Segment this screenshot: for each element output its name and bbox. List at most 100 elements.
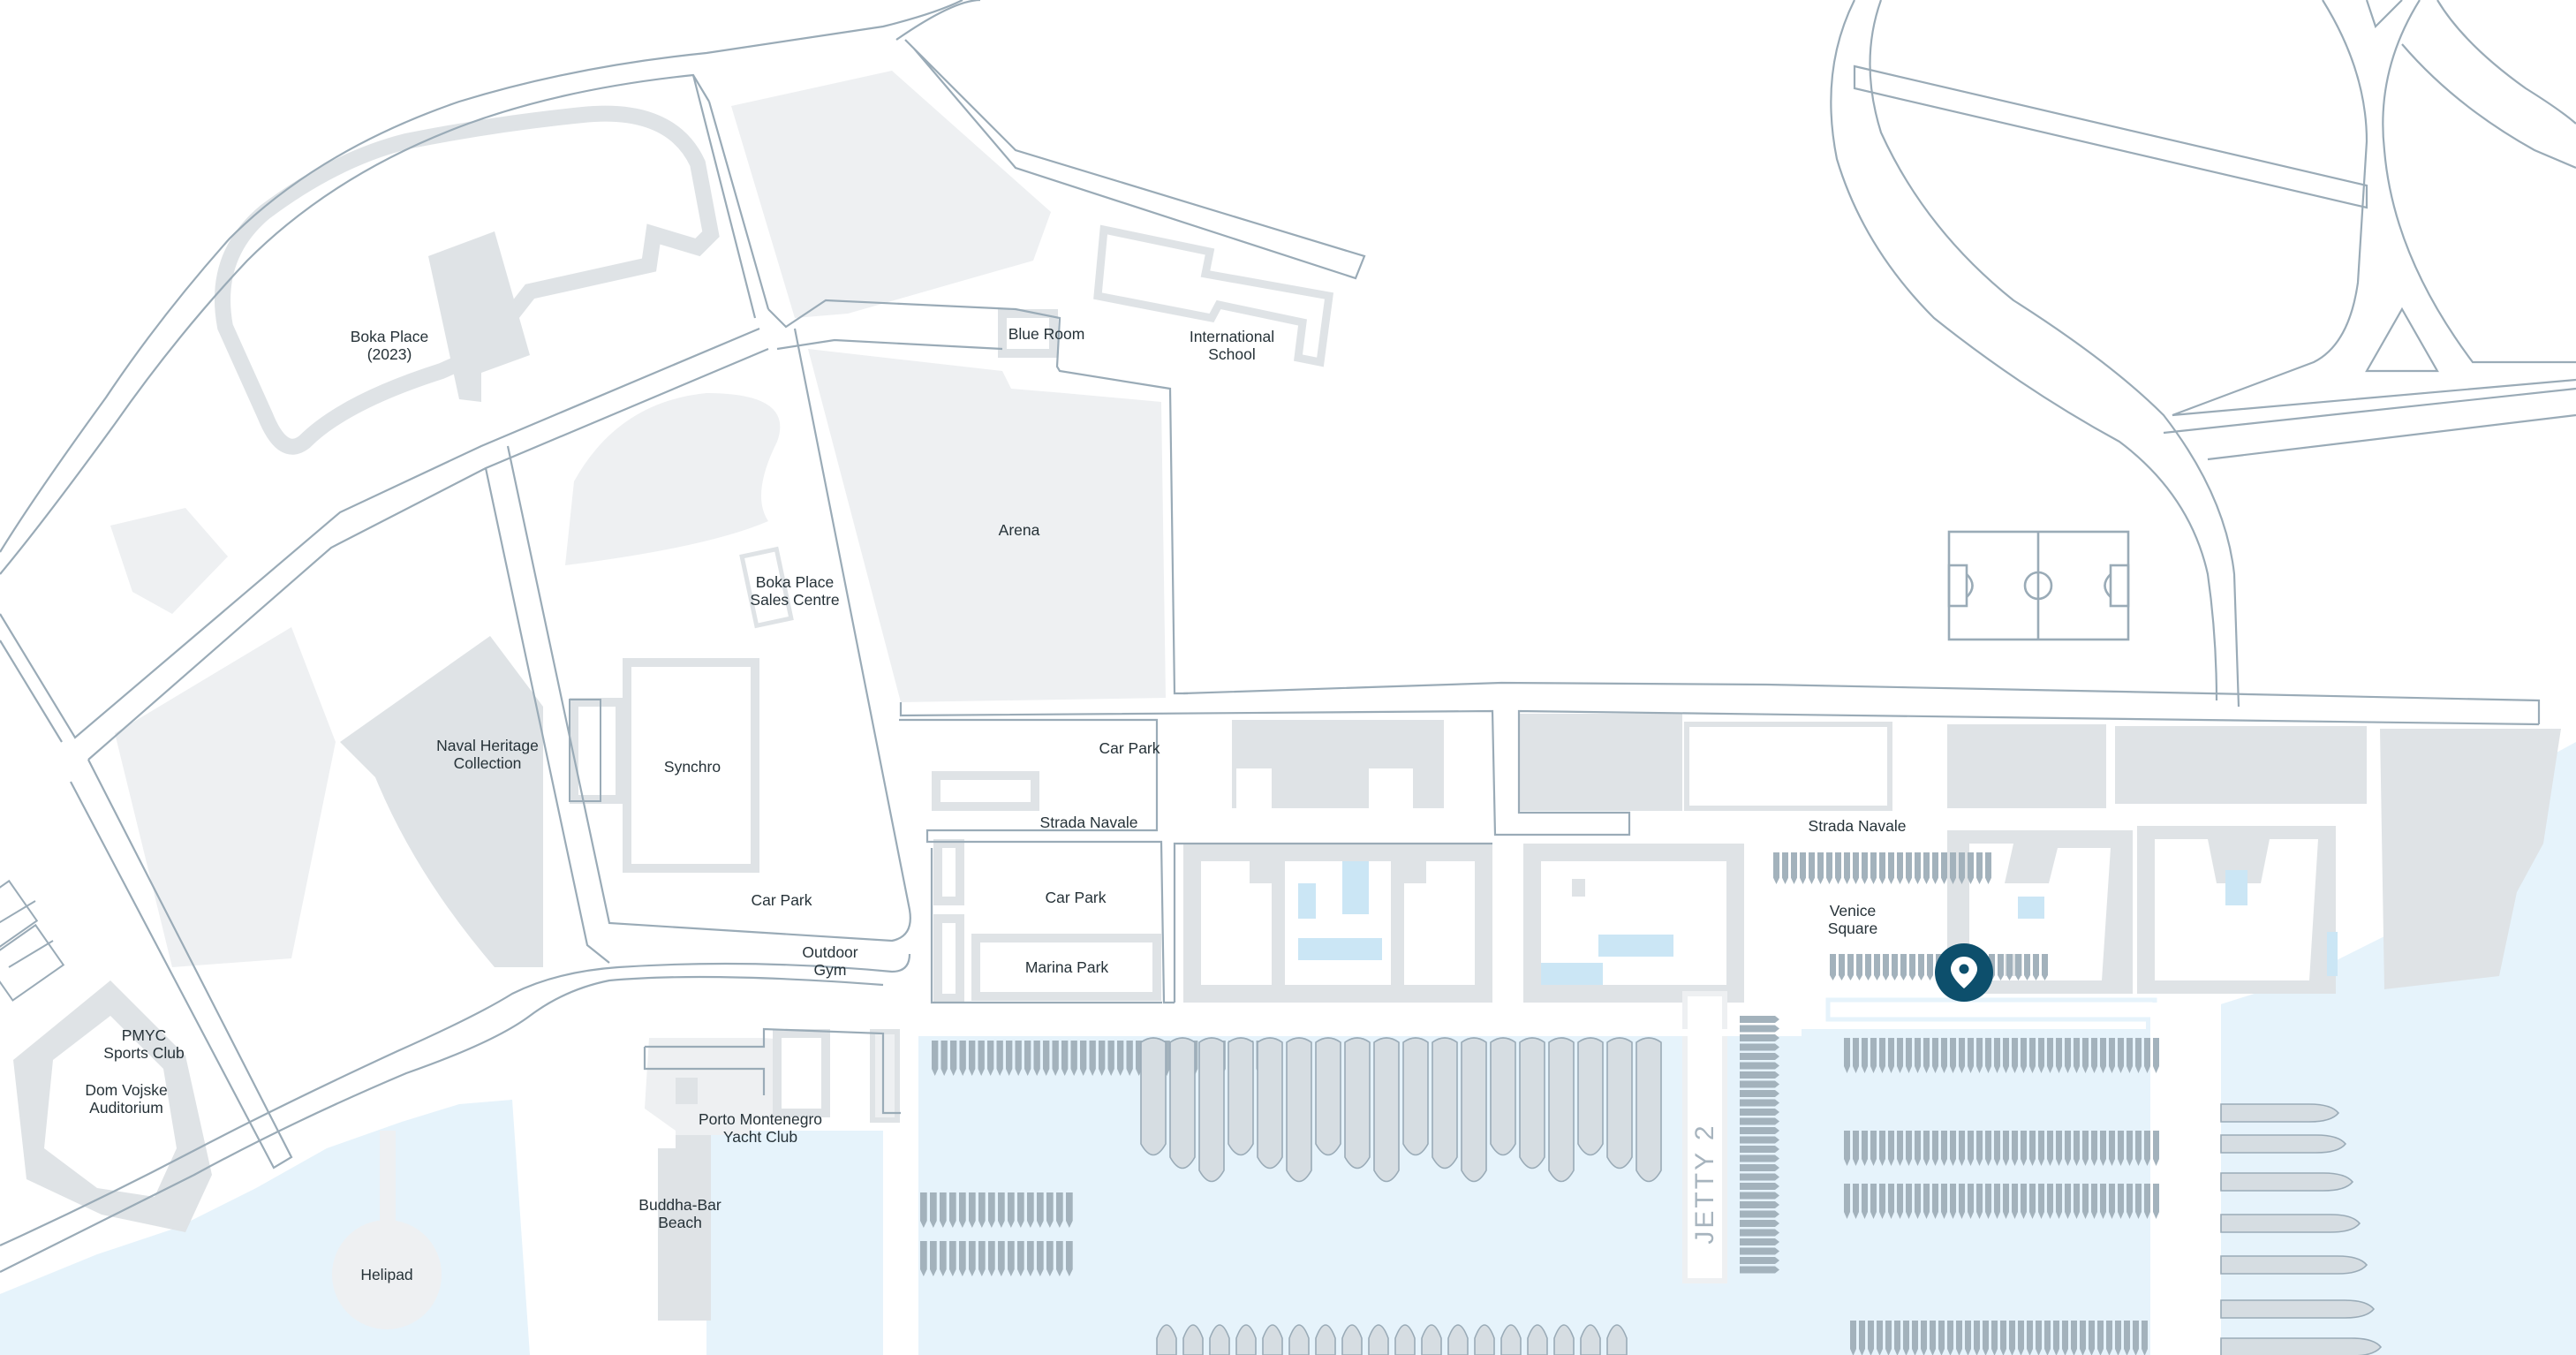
yacht bbox=[1490, 1037, 1516, 1156]
berth-slip bbox=[2029, 1131, 2036, 1166]
label-jetty-2[interactable]: JETTY 2 bbox=[1690, 1123, 1719, 1244]
berth-slip bbox=[1740, 1266, 1779, 1274]
location-pin-icon[interactable] bbox=[1935, 943, 1993, 1002]
berth-slip bbox=[1897, 852, 1903, 884]
label-yacht-club-2: Yacht Club bbox=[723, 1128, 797, 1146]
berth-slip bbox=[1915, 1131, 1921, 1166]
yacht bbox=[1394, 1324, 1416, 1355]
tennis-courts bbox=[0, 879, 65, 1002]
yacht bbox=[2220, 1299, 2376, 1319]
berth-slip bbox=[1740, 1016, 1779, 1023]
label-car-park-left[interactable]: Car Park bbox=[751, 891, 812, 909]
berth-slip bbox=[1853, 1184, 1859, 1219]
berth-slip bbox=[1870, 1184, 1877, 1219]
label-dom-vojske[interactable]: Dom Vojske bbox=[85, 1081, 167, 1099]
berth-slip bbox=[1740, 1164, 1779, 1171]
berth-slip bbox=[2133, 1321, 2139, 1355]
label-boka-place[interactable]: Boka Place bbox=[351, 328, 429, 345]
berth-slip bbox=[1894, 1321, 1900, 1355]
berth-slip bbox=[1974, 1321, 1980, 1355]
label-venice-square[interactable]: Venice bbox=[1830, 902, 1877, 920]
berth-slip bbox=[1985, 1038, 1991, 1073]
berth-slip bbox=[1008, 1241, 1015, 1276]
berth-slip bbox=[1740, 1183, 1779, 1190]
berth-slip bbox=[1043, 1041, 1050, 1076]
berth-slip bbox=[1879, 852, 1885, 884]
berth-slip bbox=[1066, 1192, 1073, 1228]
berth-slip bbox=[1740, 1257, 1779, 1264]
berth-slip bbox=[1740, 1136, 1779, 1144]
yacht bbox=[1286, 1037, 1312, 1183]
berth-slip bbox=[1906, 1131, 1912, 1166]
yacht bbox=[1368, 1324, 1389, 1355]
berth-slip bbox=[1740, 1043, 1779, 1051]
label-helipad[interactable]: Helipad bbox=[360, 1266, 412, 1283]
label-boka-sales-centre[interactable]: Boka Place bbox=[756, 573, 835, 591]
berth-slip bbox=[1830, 954, 1836, 980]
label-strada-navale-left[interactable]: Strada Navale bbox=[1040, 814, 1138, 831]
berth-slip bbox=[1909, 954, 1915, 980]
berth-slip bbox=[1740, 1173, 1779, 1181]
buildings bbox=[0, 71, 2561, 1329]
berth-slip bbox=[1994, 1131, 2000, 1166]
label-strada-navale-right[interactable]: Strada Navale bbox=[1809, 817, 1907, 835]
berth-slip bbox=[2144, 1131, 2150, 1166]
berth-slip bbox=[2065, 1131, 2071, 1166]
berth-slip bbox=[1923, 1184, 1930, 1219]
berth-slip bbox=[2118, 1131, 2124, 1166]
berth-slip bbox=[949, 1241, 956, 1276]
berth-slip bbox=[940, 1192, 947, 1228]
berth-slip bbox=[1740, 1127, 1779, 1134]
berth-slip bbox=[2091, 1131, 2097, 1166]
berth-slip bbox=[1862, 1131, 1868, 1166]
label-car-park-mid[interactable]: Car Park bbox=[1045, 889, 1106, 906]
berth-slip bbox=[1870, 852, 1877, 884]
berth-slip bbox=[1985, 852, 1991, 884]
yacht bbox=[1262, 1324, 1283, 1355]
berth-slip bbox=[2038, 1184, 2044, 1219]
berth-slip bbox=[1968, 852, 1974, 884]
label-blue-room[interactable]: Blue Room bbox=[1008, 325, 1085, 343]
berth-slip bbox=[1915, 852, 1921, 884]
berth-slip bbox=[2135, 1038, 2142, 1073]
berth-slip bbox=[1740, 1090, 1779, 1097]
label-yacht-club[interactable]: Porto Montenegro bbox=[699, 1110, 822, 1128]
berth-slip bbox=[2056, 1038, 2062, 1073]
berth-slip bbox=[2065, 1184, 2071, 1219]
berth-slip bbox=[978, 1192, 986, 1228]
berth-slip bbox=[1089, 1041, 1096, 1076]
yacht bbox=[1421, 1324, 1442, 1355]
berth-slip bbox=[1850, 1321, 1856, 1355]
berth-slip bbox=[1080, 1041, 1087, 1076]
label-naval-heritage[interactable]: Naval Heritage bbox=[436, 737, 539, 754]
berth-slip bbox=[2042, 954, 2048, 980]
berth-slip bbox=[978, 1041, 985, 1076]
berth-slip bbox=[1027, 1192, 1034, 1228]
label-marina-park[interactable]: Marina Park bbox=[1025, 958, 1109, 976]
label-pmyc[interactable]: PMYC bbox=[122, 1026, 167, 1044]
berth-slip bbox=[2100, 1131, 2106, 1166]
berth-slip bbox=[930, 1241, 937, 1276]
yacht bbox=[1373, 1037, 1400, 1183]
berth-slip bbox=[1061, 1041, 1069, 1076]
label-outdoor-gym[interactable]: Outdoor bbox=[802, 943, 857, 961]
yacht bbox=[1344, 1037, 1371, 1170]
berth-slip bbox=[988, 1241, 995, 1276]
berth-slip bbox=[1921, 1321, 1927, 1355]
label-synchro[interactable]: Synchro bbox=[664, 758, 721, 776]
berth-slip bbox=[978, 1241, 986, 1276]
berth-slip bbox=[1906, 1038, 1912, 1073]
berth-slip bbox=[2074, 1184, 2080, 1219]
berth-slip bbox=[1885, 1321, 1892, 1355]
berth-slip bbox=[1853, 852, 1859, 884]
label-buddha-bar[interactable]: Buddha-Bar bbox=[638, 1196, 721, 1214]
label-international-school[interactable]: International bbox=[1190, 328, 1274, 345]
label-arena[interactable]: Arena bbox=[999, 521, 1040, 539]
yacht bbox=[2220, 1103, 2340, 1123]
berth-slip bbox=[969, 1241, 976, 1276]
berth-slip bbox=[2038, 1038, 2044, 1073]
berth-slip bbox=[1927, 954, 1933, 980]
berth-slip bbox=[1844, 1038, 1850, 1073]
label-car-park-top[interactable]: Car Park bbox=[1099, 739, 1160, 757]
